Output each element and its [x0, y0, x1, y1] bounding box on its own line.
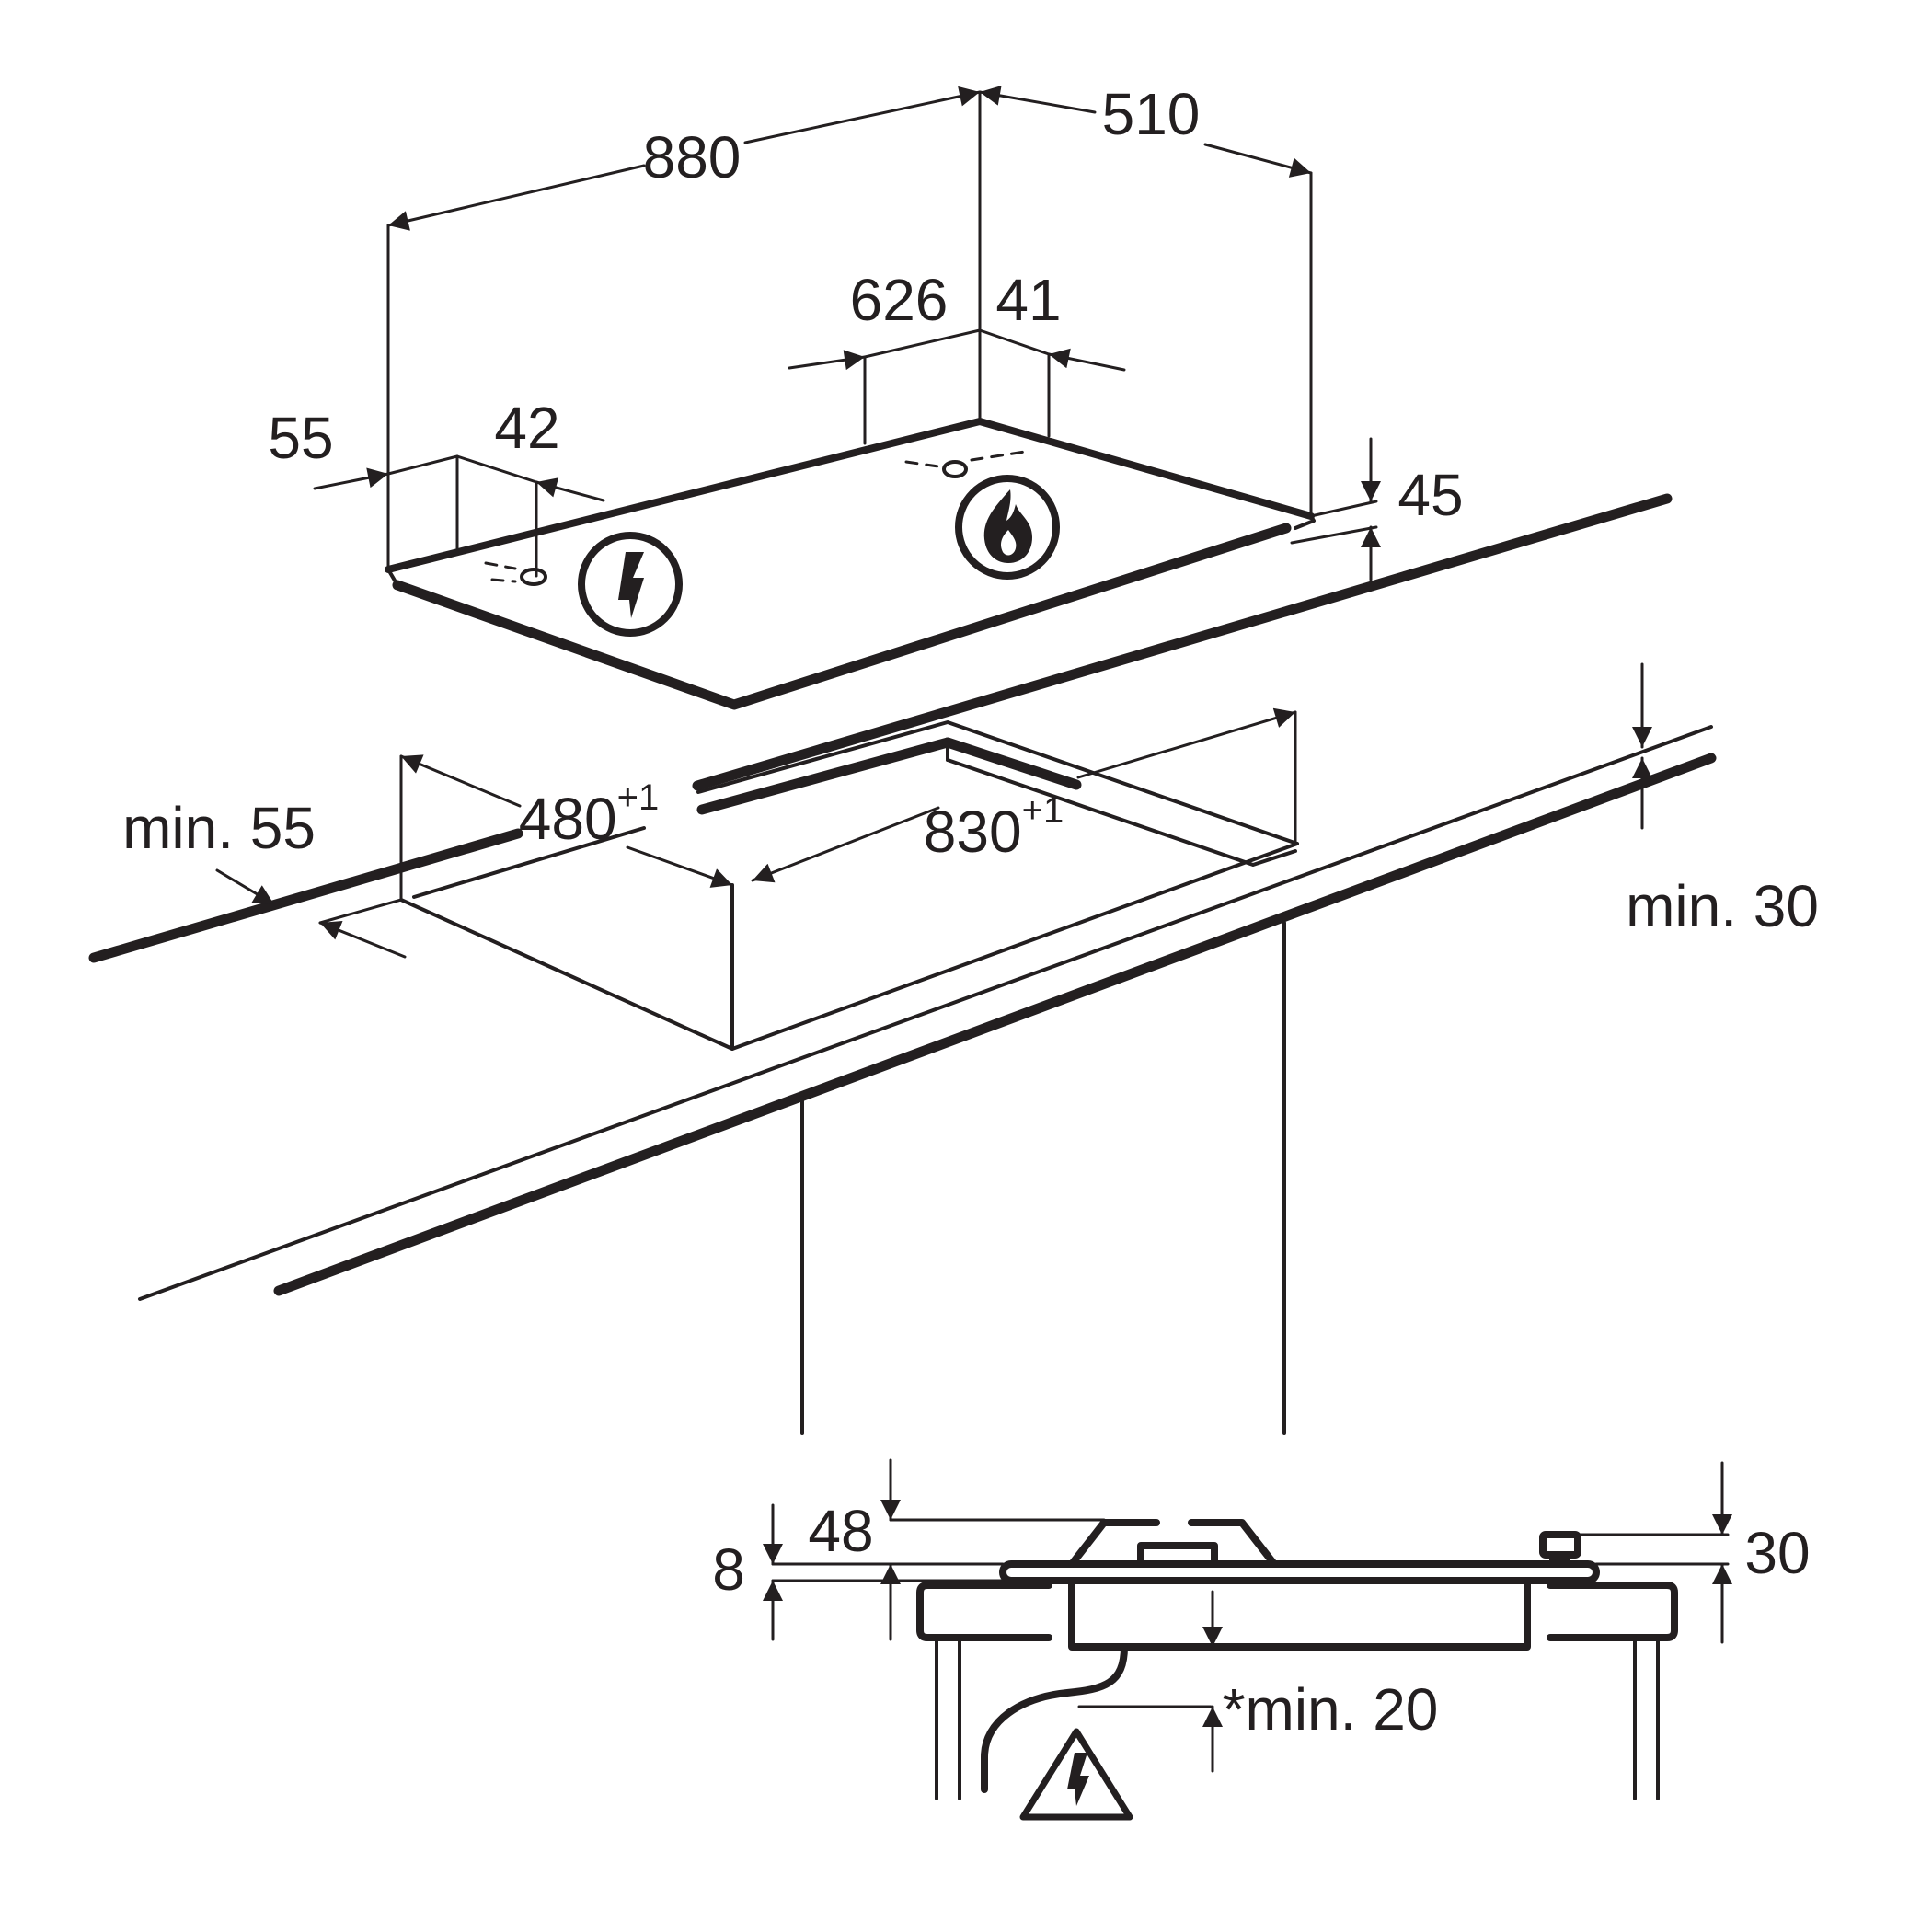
dim-480: 480+1: [519, 777, 659, 852]
section-worktop-right: [1547, 1582, 1678, 1641]
dim-830: 830+1: [924, 790, 1064, 865]
dim-48: 48: [808, 1498, 873, 1564]
electric-hazard-warning-icon: [1019, 1728, 1133, 1821]
dim-30: 30: [1744, 1520, 1810, 1586]
section-hob-body: [1068, 1577, 1531, 1651]
hob-right-side: [1294, 514, 1316, 530]
worktop-front-top: [138, 725, 1713, 1301]
hob-left-side: [386, 568, 399, 587]
worktop-front-bottom: [273, 753, 1717, 1296]
worktop-cutout: 480+1 830+1 min. 55 min. 30: [88, 493, 1819, 1435]
dim-510: 510: [1102, 81, 1201, 147]
dim-45: 45: [1397, 462, 1463, 528]
gas-flame-icon: [955, 475, 1060, 580]
dim-42: 42: [494, 395, 559, 461]
worktop-back-edge-right: [692, 493, 1673, 791]
gas-inlet-hole: [942, 460, 968, 478]
power-cable: [981, 1643, 1128, 1793]
electric-connection-icon: [578, 532, 683, 637]
hob-top-view: 880 510 626 41 55 42 45: [268, 81, 1464, 710]
electric-inlet-hole: [520, 568, 547, 586]
dim-min-30: min. 30: [1626, 873, 1819, 939]
dim-min-20: *min. 20: [1223, 1676, 1439, 1743]
worktop-back-edge-left: [88, 828, 523, 963]
dim-8: 8: [712, 1536, 745, 1603]
dim-min-55: min. 55: [122, 795, 316, 861]
hob-front-edge: [392, 523, 1292, 710]
section-worktop-left: [916, 1582, 1052, 1641]
dim-880: 880: [643, 124, 742, 190]
section-view: *min. 20 48 8 30: [712, 1458, 1811, 1821]
dim-626: 626: [850, 267, 949, 333]
dim-41: 41: [995, 267, 1061, 333]
dim-55: 55: [268, 405, 333, 471]
section-hob-plate: [999, 1560, 1600, 1584]
